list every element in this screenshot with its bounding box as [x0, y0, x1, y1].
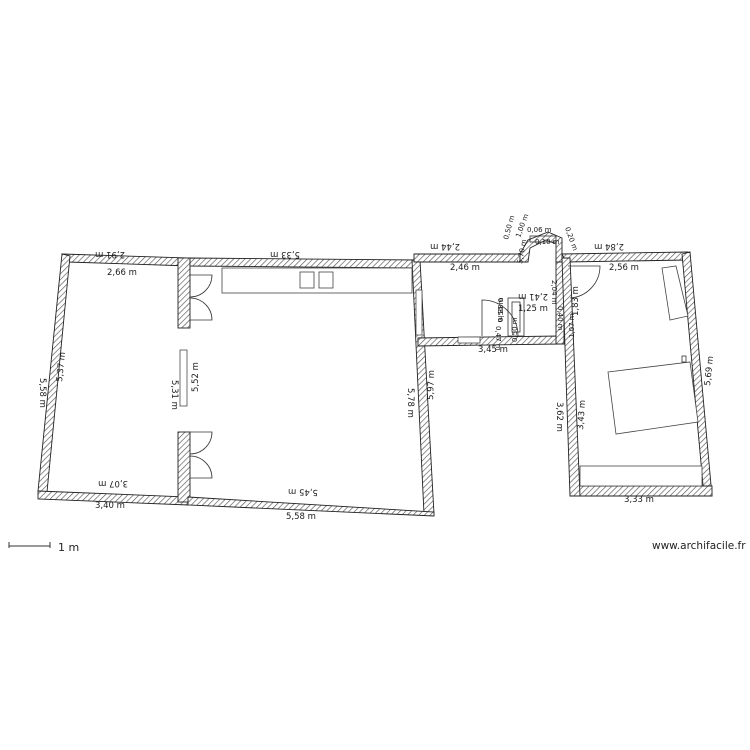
- dim-label: 2,66 m: [107, 268, 137, 278]
- dim-label: 3,33 m: [624, 495, 654, 505]
- door-lower-left-leaf: [189, 431, 213, 455]
- dim-label: 2,44 m: [430, 241, 460, 251]
- partition-doors: [189, 274, 213, 479]
- dim-label: 0,88 m: [496, 298, 504, 323]
- left-room-top-wall: [61, 253, 191, 267]
- dimension-labels: 2,66 m 2,91 m 5,33 m 2,46 m 2,44 m 2,56 …: [37, 213, 716, 522]
- dim-label: 0,50 m: [497, 297, 505, 322]
- bottom-furniture: [579, 465, 703, 487]
- dim-label: 5,58 m: [37, 378, 47, 408]
- middle-room-bottom-wall: [187, 496, 435, 517]
- dim-label: 3,40 m: [95, 501, 125, 511]
- middle-room-top-wall: [189, 257, 419, 269]
- partition-window: [179, 349, 188, 407]
- stove-burner-1: [299, 271, 315, 289]
- small-room: [413, 231, 565, 347]
- right-room-top-wall: [561, 251, 689, 263]
- dim-label: 1,07 m: [568, 313, 576, 338]
- dim-label: 5,58 m: [286, 512, 316, 522]
- middle-room: [187, 257, 435, 517]
- scale-bar: [8, 542, 51, 548]
- right-room-door: [568, 265, 601, 299]
- dim-label: 2,91 m: [95, 249, 125, 259]
- right-room-edge-mark: [681, 355, 687, 363]
- door-upper-left-leaf: [189, 274, 213, 298]
- notch-pipe: [529, 235, 557, 243]
- dim-label: 5,69 m: [703, 356, 716, 387]
- small-room-top-wall: [413, 253, 521, 263]
- dim-label: 0,47 m: [494, 326, 502, 351]
- dim-label: 1,83 m: [571, 286, 581, 316]
- dim-label: 2,46 m: [450, 263, 480, 273]
- dim-label: 5,78 m: [405, 388, 415, 418]
- closet-outline: [507, 297, 525, 337]
- dim-label: 3,07 m: [98, 478, 128, 488]
- right-room: [561, 251, 713, 497]
- middle-room-right-window: [415, 289, 423, 336]
- dim-label: 2,41 m: [518, 291, 548, 301]
- left-room-right-wall-lower: [177, 431, 191, 503]
- dim-label: 0,20 m: [563, 226, 579, 252]
- site-watermark: www.archifacile.fr: [652, 540, 746, 552]
- door-lower-right-leaf: [189, 455, 213, 479]
- dim-label: 1,25 m: [518, 304, 548, 314]
- dim-label: 3,62 m: [554, 402, 564, 432]
- small-room-window: [457, 336, 481, 344]
- left-room-right-wall-upper: [177, 257, 191, 329]
- dim-label: 5,31 m: [169, 380, 179, 410]
- dim-label: 2,84 m: [594, 241, 624, 251]
- dim-label: 0,06 m: [527, 226, 552, 234]
- wardrobe: [661, 265, 689, 321]
- left-room: [37, 253, 191, 506]
- bed: [607, 361, 699, 435]
- door-upper-right-leaf: [189, 297, 213, 321]
- dim-label: 0,40 m: [556, 306, 564, 331]
- small-room-door: [481, 299, 519, 337]
- dim-label: 2,04 m: [550, 280, 558, 305]
- dim-label: 5,45 m: [288, 486, 318, 497]
- dim-label: 5,52 m: [191, 362, 201, 392]
- right-room-left-wall: [561, 257, 581, 497]
- dim-label: 3,43 m: [576, 400, 588, 431]
- dim-label: 5,33 m: [270, 249, 300, 259]
- closet-inner: [511, 301, 521, 333]
- dim-label: 3,45 m: [478, 345, 508, 355]
- dim-label: 0,10 m: [535, 238, 560, 246]
- dim-label: 0,50 m: [511, 317, 519, 342]
- kitchen-counter: [221, 267, 413, 294]
- dim-label: 5,37 m: [55, 352, 68, 383]
- scale-label: 1 m: [58, 541, 80, 554]
- dim-label: 5,97 m: [426, 370, 437, 400]
- stove-burner-2: [318, 271, 334, 289]
- small-room-notch: [519, 231, 563, 263]
- dim-label: 2,56 m: [609, 263, 639, 273]
